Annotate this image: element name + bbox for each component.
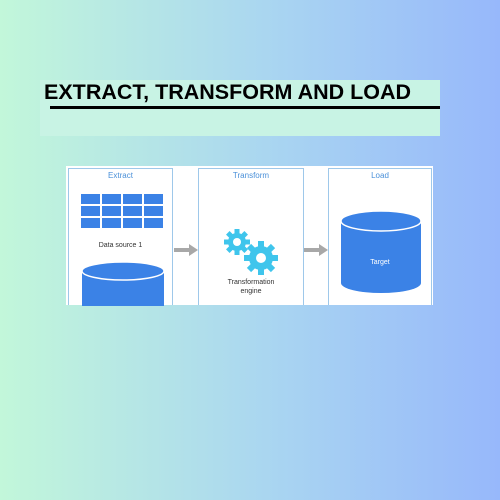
arrow-right-icon (304, 244, 328, 256)
database-cylinder-icon (81, 261, 165, 306)
transformation-engine-label: Transformation engine (199, 278, 303, 296)
transformation-engine-line-1: Transformation (227, 279, 275, 286)
load-label: Load (371, 171, 389, 180)
arrow-right-icon (174, 244, 198, 256)
title-underline (50, 106, 440, 109)
transform-label: Transform (232, 171, 270, 180)
table-grid-icon (81, 194, 163, 228)
transform-panel: Transform (198, 168, 304, 305)
load-panel: Load Target (328, 168, 432, 305)
extract-label: Extract (108, 171, 133, 180)
data-source-1-label: Data source 1 (98, 242, 143, 249)
gear-icon (224, 229, 278, 275)
extract-panel: Extract Data source 1 (68, 168, 173, 306)
page-title: EXTRACT, TRANSFORM AND LOAD (44, 80, 412, 104)
target-label: Target (370, 259, 390, 266)
transformation-engine-line-2: engine (240, 288, 262, 295)
database-cylinder-icon (340, 210, 422, 293)
etl-diagram: Extract Data source 1 Transform (66, 166, 433, 306)
